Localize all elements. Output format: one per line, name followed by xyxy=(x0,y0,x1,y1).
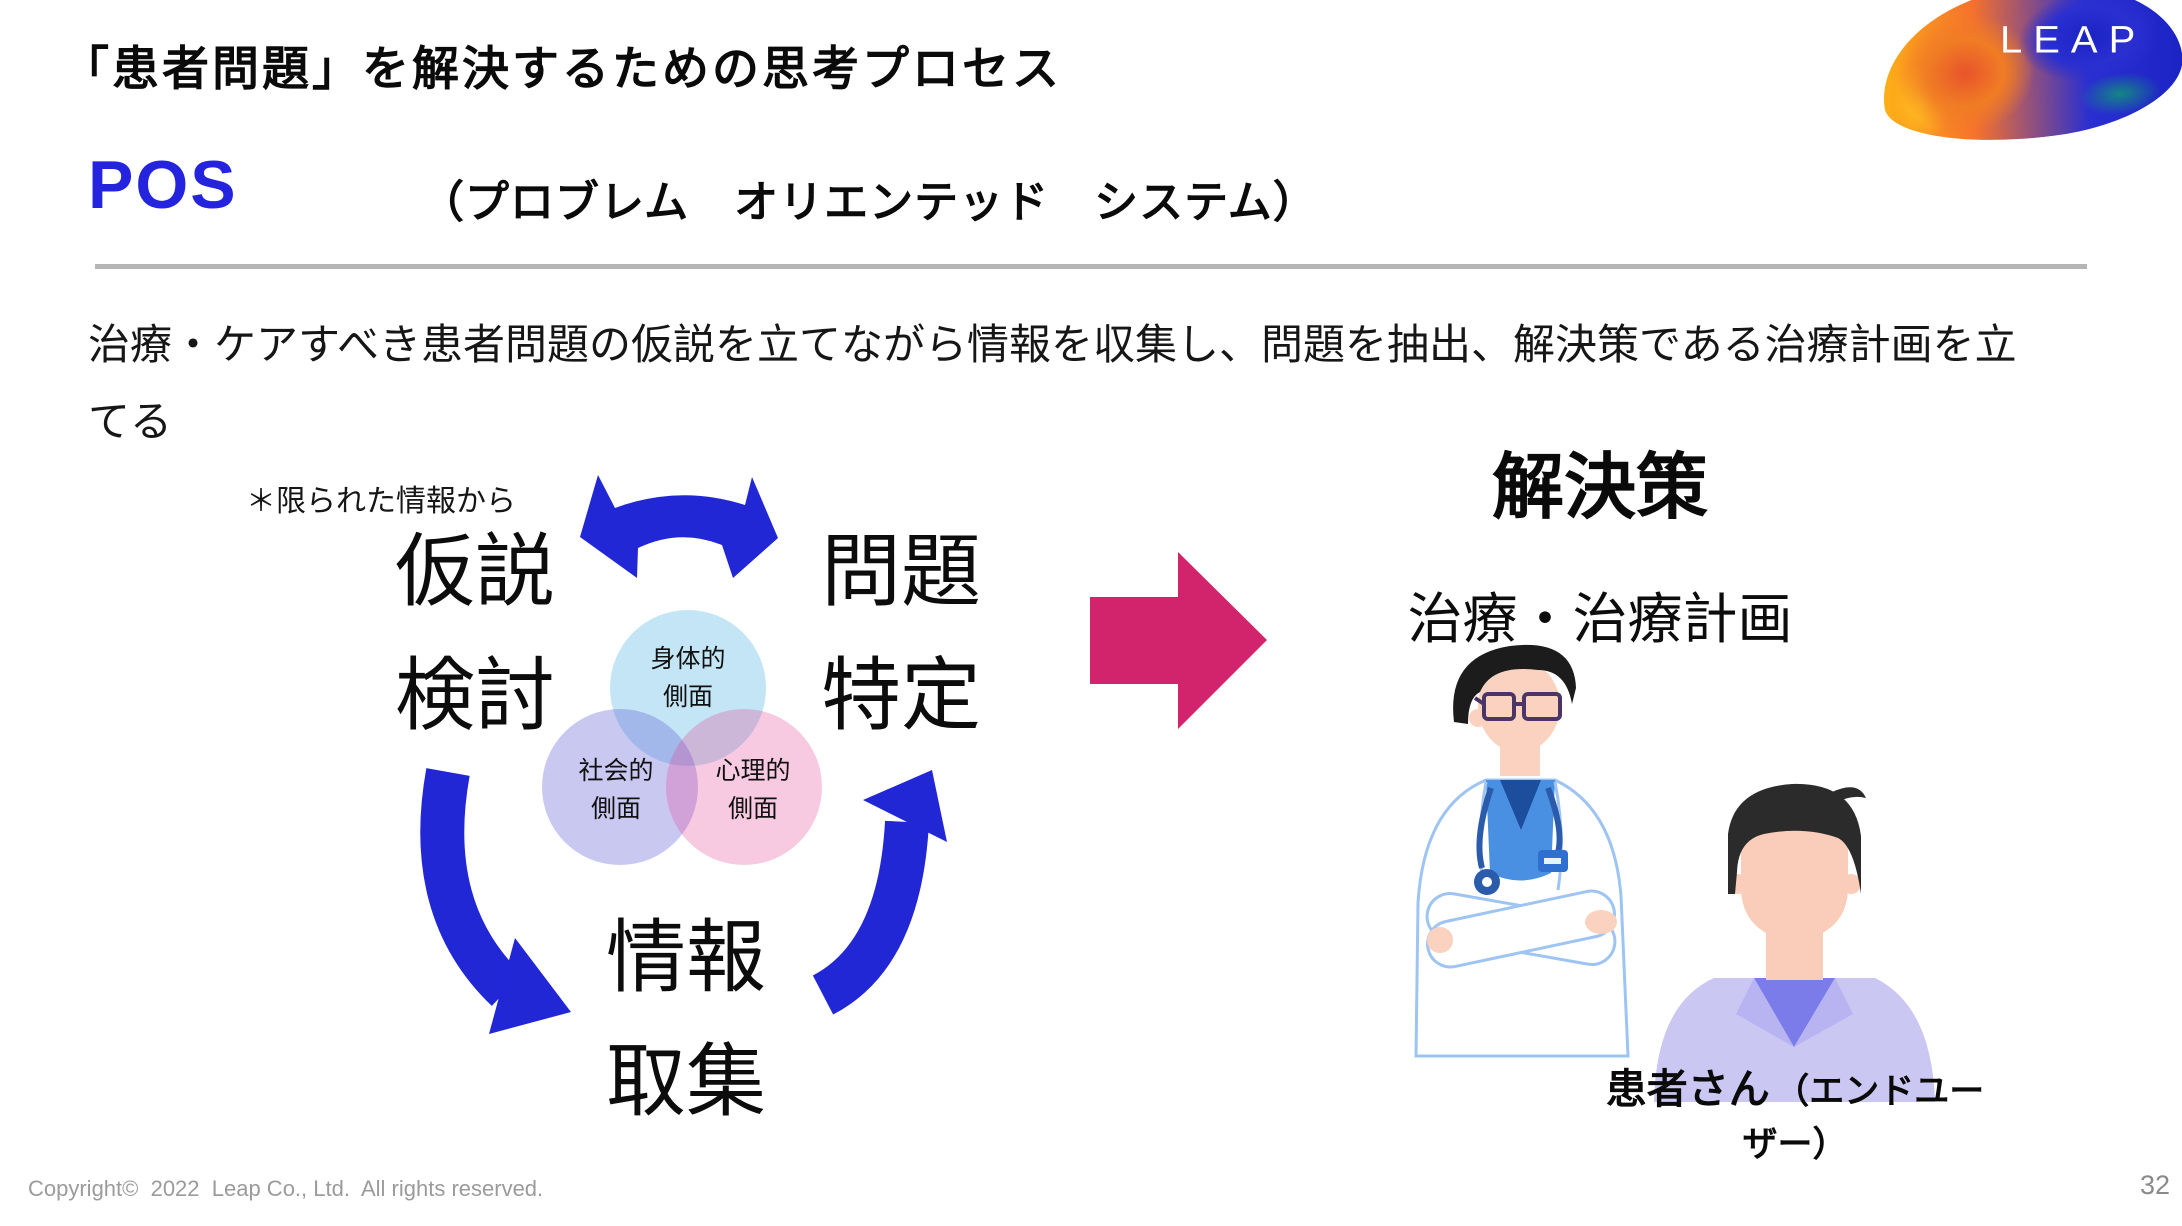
curved-arrow-up-icon xyxy=(812,820,929,1015)
glasses-icon xyxy=(1473,692,1562,721)
limited-info-note: ＊限られた情報から xyxy=(246,485,516,518)
patient-illustration xyxy=(1654,783,1935,1102)
cycle-node-problem: 問題 特定 xyxy=(821,527,981,740)
solution-arrow-icon xyxy=(1090,552,1267,729)
cycle-node-information: 情報 取集 xyxy=(606,913,766,1126)
divider-line xyxy=(95,264,2087,269)
solution-subtitle: 治療・治療計画 xyxy=(1407,588,1793,650)
page-title: 「患者問題」を解決するための思考プロセス xyxy=(62,42,1062,95)
pos-heading: POS xyxy=(88,147,238,223)
patient-caption: 患者さん （エンドユー ザー） xyxy=(1570,1066,2020,1168)
cycle-node-hypothesis: 仮説 検討 xyxy=(395,527,555,740)
description-line-1: 治療・ケアすべき患者問題の仮説を立てながら情報を収集し、問題を抽出、解決策である… xyxy=(88,321,2017,368)
cycle-arrows xyxy=(420,475,947,1034)
leap-logo-text: LEAP xyxy=(2000,18,2147,62)
venn-label-physical: 身体的 側面 xyxy=(650,645,726,711)
patient-caption-paren-1: （エンドユー xyxy=(1774,1072,1985,1111)
copyright-text: Copyright© 2022 Leap Co., Ltd. All right… xyxy=(28,1176,544,1201)
patient-caption-name: 患者さん xyxy=(1605,1066,1770,1112)
description-line-2: てる xyxy=(88,398,173,445)
venn-label-social: 社会的 側面 xyxy=(578,757,654,823)
curved-arrow-down-icon xyxy=(420,768,523,1006)
venn-circle-psychological xyxy=(666,709,822,865)
solution-title: 解決策 xyxy=(1491,448,1708,528)
patient-caption-paren-2: ザー） xyxy=(1742,1125,1848,1164)
curved-arrow-down-head-icon xyxy=(489,938,571,1034)
page-number: 32 xyxy=(2139,1170,2170,1200)
venn-label-psychological: 心理的 側面 xyxy=(715,757,791,823)
venn-circle-physical xyxy=(610,610,766,766)
double-arrow-icon xyxy=(580,475,778,578)
description-text: 治療・ケアすべき患者問題の仮説を立てながら情報を収集し、問題を抽出、解決策である… xyxy=(88,306,2017,460)
curved-arrow-up-head-icon xyxy=(863,770,947,842)
venn-circle-social xyxy=(542,709,698,865)
doctor-illustration xyxy=(1414,644,1630,1058)
pos-reading: （プロブレム オリエンテッド システム） xyxy=(420,178,1318,227)
